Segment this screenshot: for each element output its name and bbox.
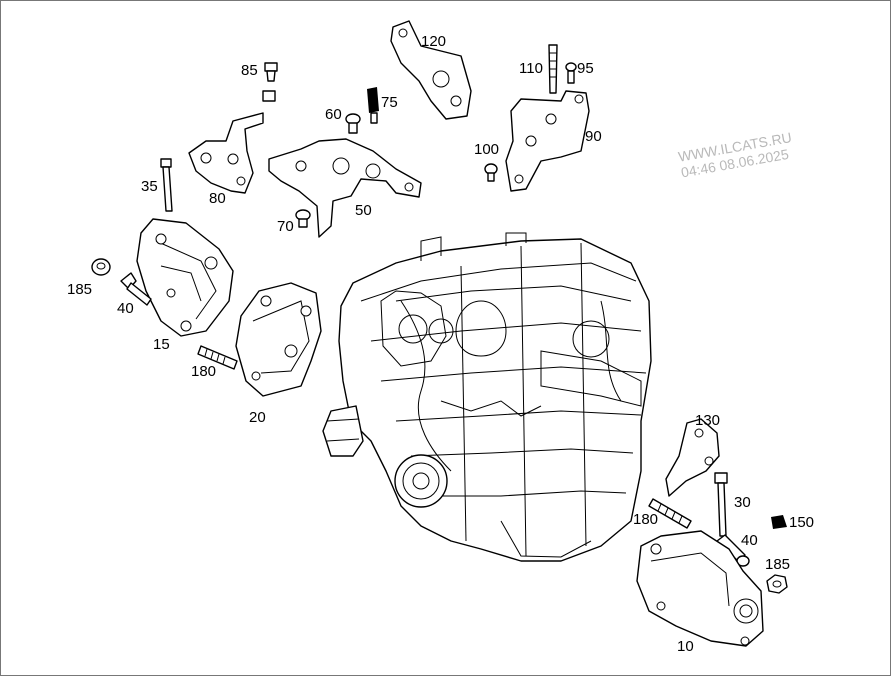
bolt-70[interactable]	[295, 209, 311, 228]
callout-180-right[interactable]: 180	[633, 511, 659, 528]
callout-75[interactable]: 75	[381, 94, 398, 111]
callout-150[interactable]: 150	[789, 514, 815, 531]
bracket-90[interactable]	[505, 90, 590, 192]
bracket-120[interactable]	[390, 20, 472, 120]
bracket-20[interactable]	[235, 282, 322, 397]
callout-180-left[interactable]: 180	[191, 363, 217, 380]
bolt-60[interactable]	[345, 113, 361, 134]
callout-185-left[interactable]: 185	[67, 281, 93, 298]
callout-10[interactable]: 10	[677, 638, 694, 655]
bolt-35[interactable]	[160, 158, 173, 212]
bolt-95[interactable]	[565, 62, 577, 84]
engine-mount-10[interactable]	[636, 530, 764, 647]
callout-120[interactable]: 120	[421, 33, 447, 50]
bolt-40-left[interactable]	[120, 272, 152, 306]
callout-40-right[interactable]: 40	[741, 532, 758, 549]
callout-50[interactable]: 50	[355, 202, 372, 219]
callout-20[interactable]: 20	[249, 409, 266, 426]
callout-15[interactable]: 15	[153, 336, 170, 353]
callout-60[interactable]: 60	[325, 106, 342, 123]
callout-85[interactable]: 85	[241, 62, 258, 79]
callout-40-left[interactable]: 40	[117, 300, 134, 317]
callout-35[interactable]: 35	[141, 178, 158, 195]
bracket-80[interactable]	[188, 112, 264, 194]
bracket-50[interactable]	[268, 138, 422, 238]
bolt-30[interactable]	[714, 472, 728, 537]
callout-100[interactable]: 100	[474, 141, 500, 158]
callout-90[interactable]: 90	[585, 128, 602, 145]
callout-185-right[interactable]: 185	[765, 556, 791, 573]
bolt-85[interactable]	[262, 62, 278, 102]
clip-150[interactable]	[771, 515, 787, 529]
nut-185-left[interactable]	[91, 258, 111, 276]
callout-95[interactable]: 95	[577, 60, 594, 77]
stud-110[interactable]	[548, 44, 558, 94]
sensor-75[interactable]	[367, 87, 379, 124]
engine-mount-bracket-15[interactable]	[136, 218, 234, 337]
bracket-130[interactable]	[665, 418, 720, 497]
callout-70[interactable]: 70	[277, 218, 294, 235]
bolt-100[interactable]	[484, 163, 498, 182]
stud-180-left[interactable]	[197, 345, 238, 370]
callout-110[interactable]: 110	[519, 60, 543, 77]
engine-assembly	[322, 232, 652, 562]
stud-180-right[interactable]	[648, 498, 692, 529]
callout-30[interactable]: 30	[734, 494, 751, 511]
callout-130[interactable]: 130	[695, 412, 721, 429]
nut-185-right[interactable]	[766, 574, 788, 594]
callout-80[interactable]: 80	[209, 190, 226, 207]
